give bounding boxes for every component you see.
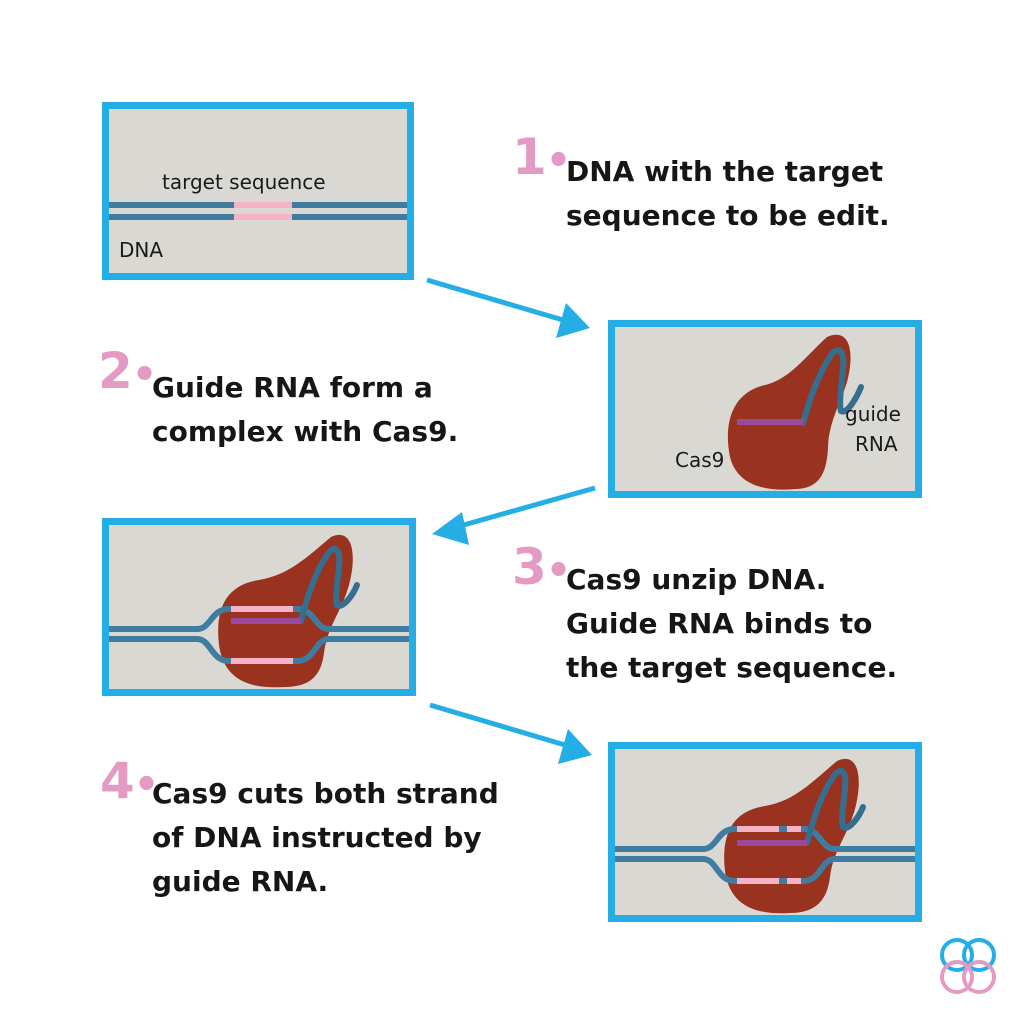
guide-rna-segment: [737, 419, 803, 425]
step-text-line: Cas9 unzip DNA.: [566, 563, 827, 596]
target-sequence-top: [234, 202, 292, 208]
target-sequence-top-right: [787, 826, 801, 832]
arrow-3-to-4: [429, 702, 566, 748]
arrow-1-to-2: [426, 277, 564, 323]
interlocking-circles-logo-icon: [940, 938, 996, 994]
step-text-line: guide RNA.: [152, 865, 329, 898]
step-number-digit: 3: [512, 538, 547, 596]
step-text-line: Guide RNA form a: [152, 371, 433, 404]
step-4-text: Cas9 cuts both strand of DNA instructed …: [152, 772, 499, 904]
step-text-line: sequence to be edit.: [566, 199, 890, 232]
target-sequence-bottom-left: [737, 878, 779, 884]
step-text-line: complex with Cas9.: [152, 415, 459, 448]
dna-unzip-diagram: [109, 534, 409, 688]
target-sequence-top: [231, 606, 293, 612]
target-sequence-bottom-right: [787, 878, 801, 884]
guide-rna-strand: [298, 545, 360, 624]
step-text-line: DNA with the target: [566, 155, 884, 188]
panel-dna-unzip: [102, 518, 416, 696]
target-sequence-bottom: [231, 658, 293, 664]
guide-rna-segment: [737, 840, 807, 846]
step-number-dot: •: [545, 138, 572, 184]
target-sequence-top-left: [737, 826, 779, 832]
step-number-digit: 1: [512, 128, 547, 186]
guide-rna-strand: [800, 347, 864, 426]
panel-cas9-cut: [608, 742, 922, 922]
guide-rna-label-line2: RNA: [855, 432, 898, 456]
step-3-text: Cas9 unzip DNA. Guide RNA binds to the t…: [566, 558, 897, 690]
step-text-line: the target sequence.: [566, 651, 898, 684]
guide-rna-strand: [804, 767, 866, 846]
step-text-line: of DNA instructed by: [152, 821, 482, 854]
panel-dna-target: target sequence DNA: [102, 102, 414, 280]
step-2-number: 2•: [98, 346, 158, 398]
target-sequence-label: target sequence: [162, 170, 326, 194]
cas9-complex-diagram: [727, 334, 864, 490]
step-1-number: 1•: [512, 132, 572, 184]
cas9-protein: [724, 758, 859, 914]
cas9-cut-diagram: [615, 758, 915, 914]
step-number-digit: 4: [100, 752, 135, 810]
guide-rna-label-line1: guide: [845, 402, 901, 426]
step-number-dot: •: [131, 352, 158, 398]
step-number-dot: •: [133, 762, 160, 808]
step-text-line: Cas9 cuts both strand: [152, 777, 499, 810]
step-4-number: 4•: [100, 756, 160, 808]
step-number-digit: 2: [98, 342, 133, 400]
step-number-dot: •: [545, 548, 572, 594]
step-1-text: DNA with the target sequence to be edit.: [566, 150, 890, 238]
step-2-text: Guide RNA form a complex with Cas9.: [152, 366, 458, 454]
step-text-line: Guide RNA binds to: [566, 607, 873, 640]
dna-diagram: [109, 202, 407, 220]
panel-cas9-complex: Cas9 guide RNA: [608, 320, 922, 498]
cas9-label: Cas9: [675, 448, 725, 472]
step-3-number: 3•: [512, 542, 572, 594]
dna-label: DNA: [119, 238, 164, 262]
arrow-2-to-3: [459, 485, 596, 529]
guide-rna-segment: [231, 618, 301, 624]
arrowhead-1-to-2: [556, 303, 590, 338]
arrowhead-2-to-3: [432, 512, 469, 545]
target-sequence-bottom: [234, 214, 292, 220]
arrowhead-3-to-4: [558, 729, 592, 764]
